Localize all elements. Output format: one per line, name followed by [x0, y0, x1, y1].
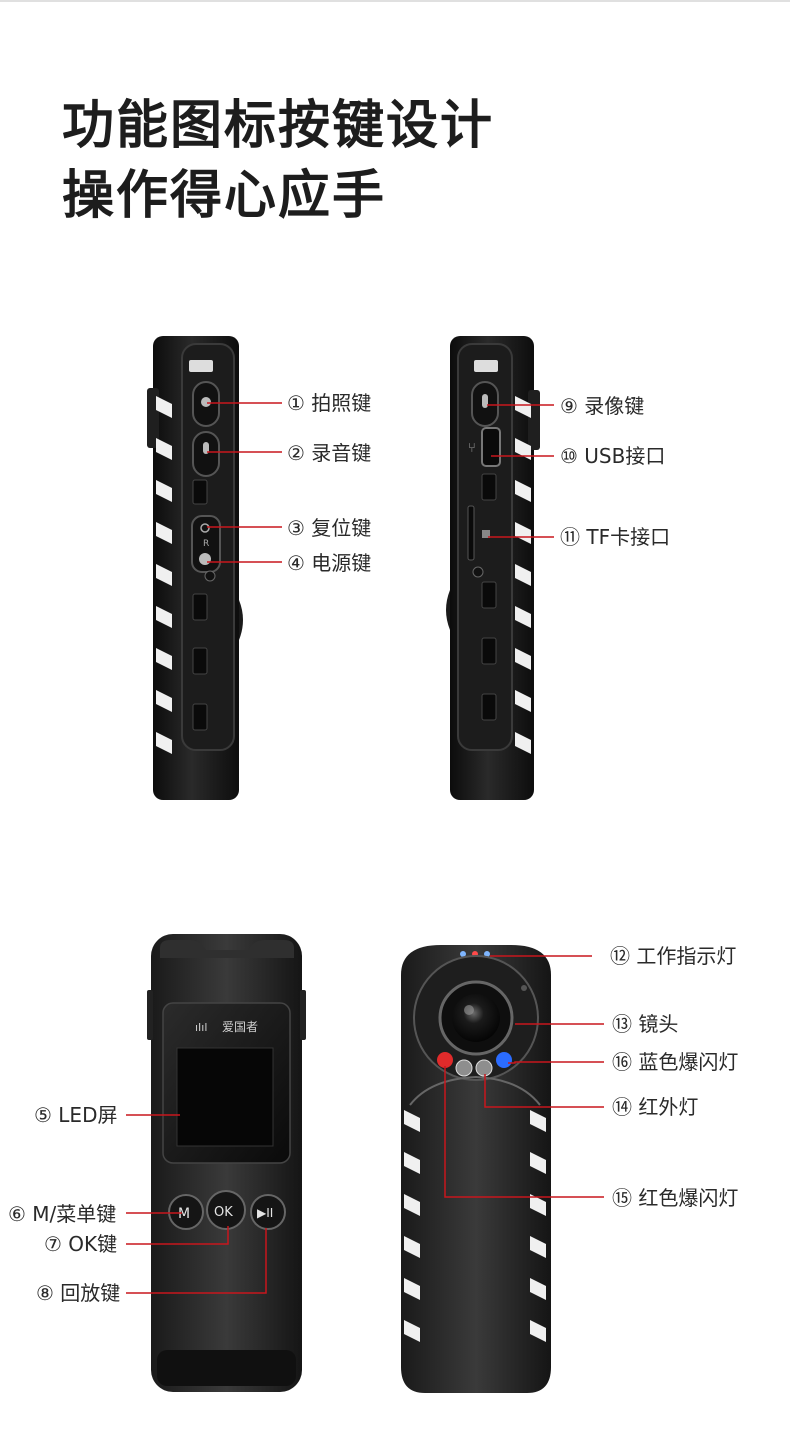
- callout-usb-port: ⑩ USB接口: [560, 444, 666, 468]
- callout-infrared-light: ⑭ 红外灯: [612, 1095, 699, 1119]
- callout-red-flash: ⑮ 红色爆闪灯: [612, 1186, 739, 1210]
- side-view-left: R: [147, 336, 243, 800]
- svg-text:ıIıl: ıIıl: [195, 1021, 207, 1034]
- side-view-right: ⑂: [446, 336, 540, 800]
- callout-reset-key: ③ 复位键: [287, 516, 372, 540]
- front-view: ıIıl 爱国者 M OK ▶II: [147, 934, 306, 1392]
- callout-record-audio-key: ② 录音键: [287, 441, 372, 465]
- menu-button-mark: M: [178, 1206, 190, 1222]
- callout-power-key: ④ 电源键: [287, 551, 372, 575]
- leader-lines: [126, 402, 604, 1294]
- callout-status-light: ⑫ 工作指示灯: [610, 944, 737, 968]
- svg-text:⑂: ⑂: [468, 441, 476, 456]
- top-divider: [0, 0, 790, 2]
- headline-line-1: 功能图标按键设计: [62, 96, 495, 156]
- headline-line-2: 操作得心应手: [62, 166, 387, 226]
- callout-blue-flash: ⑯ 蓝色爆闪灯: [612, 1050, 739, 1074]
- callout-lens: ⑬ 镜头: [612, 1012, 679, 1036]
- lens-view: [401, 945, 551, 1393]
- callout-ok-key: ⑦ OK键: [44, 1232, 118, 1256]
- callout-video-key: ⑨ 录像键: [560, 394, 645, 418]
- callout-led-screen: ⑤ LED屏: [34, 1103, 118, 1127]
- ok-button-mark: OK: [214, 1205, 233, 1220]
- callout-playback-key: ⑧ 回放键: [36, 1281, 121, 1305]
- play-button-mark: ▶II: [257, 1206, 273, 1220]
- callout-menu-key: ⑥ M/菜单键: [8, 1202, 117, 1226]
- callout-photo-key: ① 拍照键: [287, 391, 372, 415]
- reset-letter: R: [203, 539, 209, 549]
- brand-logo-text: 爱国者: [222, 1020, 258, 1034]
- callout-tf-card-slot: ⑪ TF卡接口: [560, 525, 671, 549]
